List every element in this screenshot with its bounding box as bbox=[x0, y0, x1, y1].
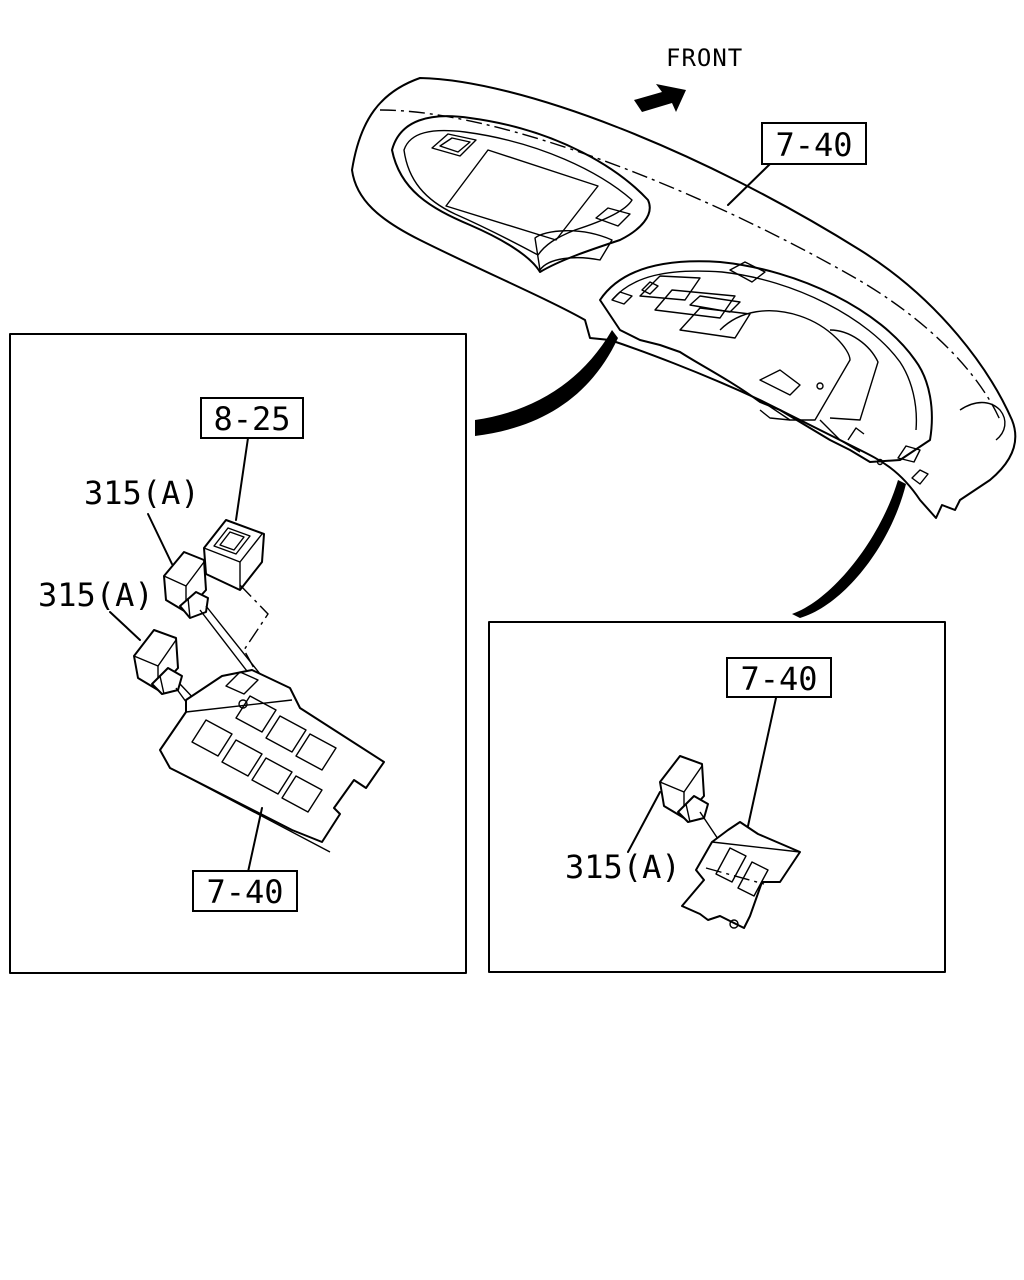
callout-7-40-right-label: 7-40 bbox=[740, 660, 817, 698]
leader-line bbox=[235, 437, 249, 521]
leader-line bbox=[147, 513, 173, 565]
leader-line bbox=[627, 791, 661, 853]
instrument-panel bbox=[351, 77, 1017, 519]
switch-315a-upper bbox=[163, 551, 209, 619]
callout-box bbox=[761, 122, 867, 165]
front-indicator: FRONT bbox=[634, 44, 743, 112]
callout-dashboard: 7-40 bbox=[727, 122, 867, 206]
bracket-left bbox=[159, 669, 385, 853]
detail-pointer-left bbox=[475, 330, 618, 436]
callout-8-25-box bbox=[200, 397, 304, 439]
switch-315a-lower bbox=[133, 629, 183, 695]
detail-panel-right: 7-40 315(A) bbox=[488, 621, 946, 973]
panel-frame bbox=[9, 333, 467, 974]
callout-8-25-label: 8-25 bbox=[213, 400, 290, 438]
callout-7-40-right-box bbox=[726, 657, 832, 698]
front-label: FRONT bbox=[666, 44, 743, 72]
switch-315a-right bbox=[659, 755, 709, 823]
detail-pointer-right bbox=[792, 480, 906, 618]
bracket-right bbox=[681, 821, 801, 929]
front-arrow-icon bbox=[634, 84, 686, 112]
callout-7-40-left-box bbox=[192, 870, 298, 912]
detail-panel-left: 8-25 315(A) 315(A) bbox=[9, 333, 467, 974]
callout-315a-right-label: 315(A) bbox=[565, 848, 681, 886]
switch-8-25 bbox=[203, 519, 265, 591]
callout-315a-upper-label: 315(A) bbox=[84, 474, 200, 512]
leader-line bbox=[247, 807, 263, 873]
callout-315a-lower-label: 315(A) bbox=[38, 576, 154, 614]
callout-dashboard-label: 7-40 bbox=[775, 126, 852, 164]
callout-7-40-left-label: 7-40 bbox=[206, 873, 283, 911]
leader-line bbox=[747, 697, 777, 827]
panel-frame bbox=[488, 621, 946, 973]
leader-line bbox=[727, 163, 771, 206]
leader-line bbox=[109, 611, 141, 641]
